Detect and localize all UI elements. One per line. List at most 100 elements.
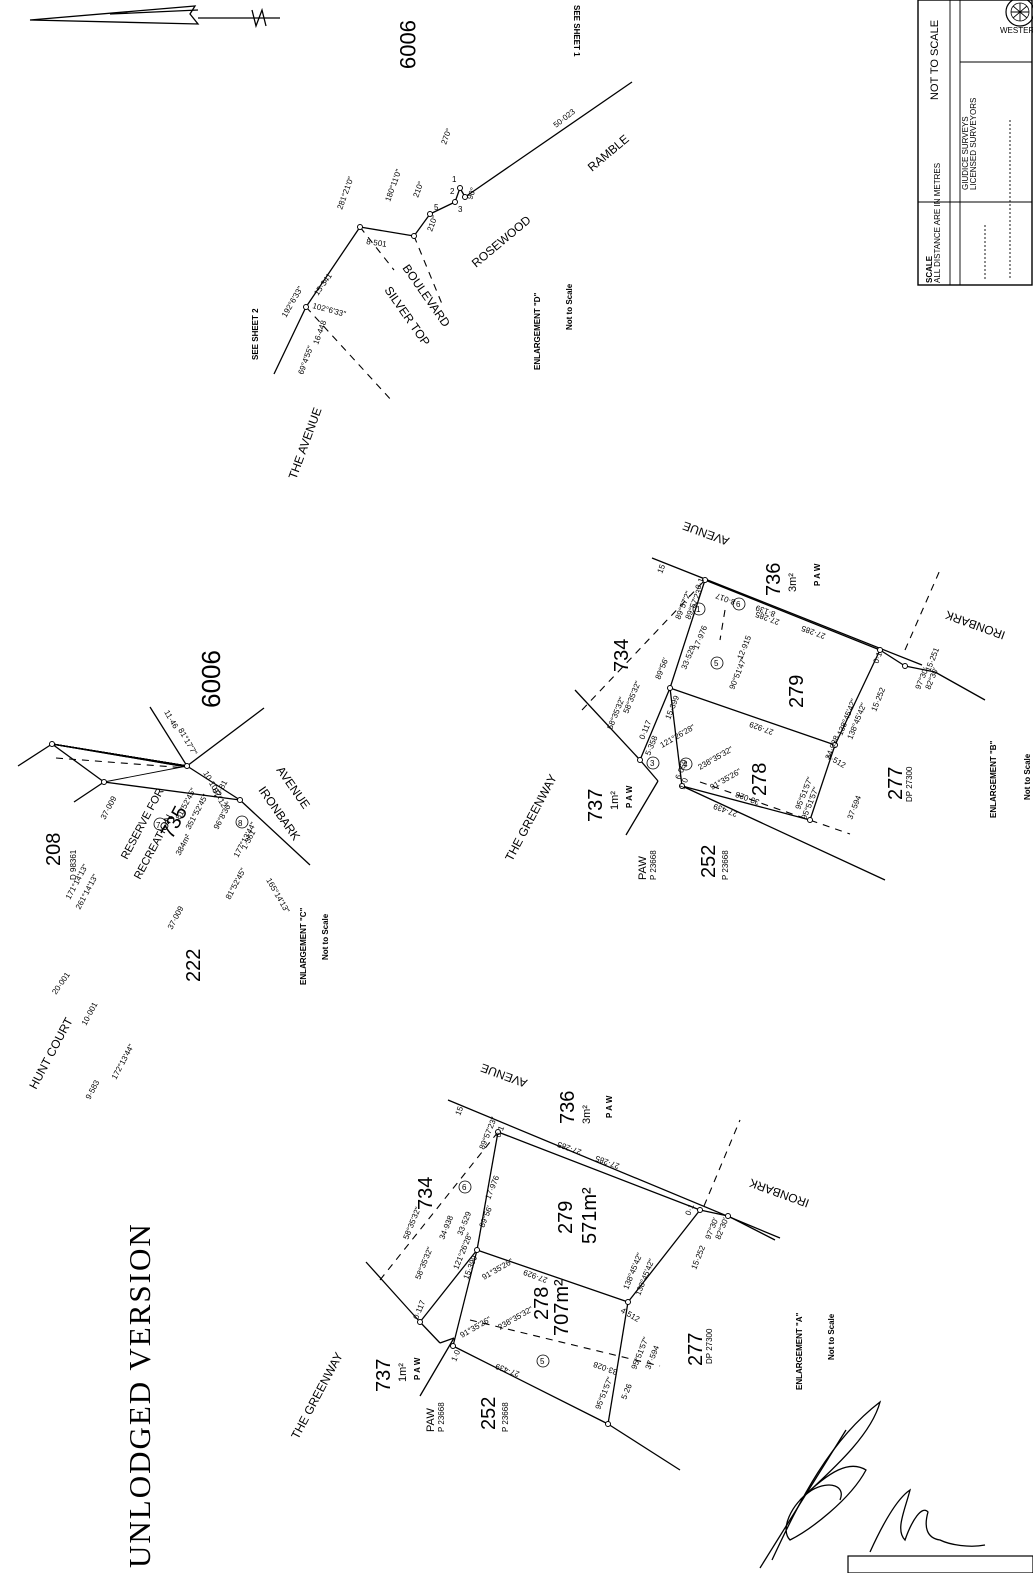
lot-737-a: 737 [373, 1359, 395, 1392]
surveyor-sub: LICENSED SURVEYORS [969, 98, 978, 190]
paw-737-b: P A W [625, 785, 634, 808]
enlargement-c: 9009 208 D 98361 222 RESERVE FOR RECREAT… [17, 650, 330, 1101]
dim-c: 81°52'45" [224, 866, 248, 901]
road-greenway-b: THE GREENWAY [502, 772, 559, 863]
dim-a: 27·285 [556, 1139, 583, 1156]
dim-c: 11·46 [162, 709, 180, 731]
dim-a: 15·252 [690, 1244, 708, 1271]
lot-737-b: 737 [585, 789, 607, 822]
dim-a: 15 [454, 1105, 466, 1117]
enlargement-a-caption: ENLARGEMENT "A" [795, 1312, 804, 1390]
p-23668-252-b: P 23668 [721, 850, 730, 880]
road-greenway-a: THE GREENWAY [288, 1350, 345, 1441]
area-737-a: 1m² [397, 1363, 409, 1382]
dim-a: 34·938 [438, 1214, 456, 1241]
lot-252-b: 252 [698, 845, 720, 878]
north-arrow-icon [29, 5, 280, 29]
paw-b: PAW [637, 856, 649, 880]
road-hunt-court: HUNT COURT [26, 1015, 76, 1092]
dim-c: 172°13'44" [110, 1042, 136, 1081]
dim-d: 180°11'0" [383, 168, 403, 203]
road-avenue-b: AVENUE [681, 519, 731, 549]
dim-a: 4·512 [619, 1306, 642, 1324]
dim-b: 3 [650, 759, 655, 768]
dim-a: 27·285 [594, 1153, 621, 1170]
dim-b: 17·976 [692, 624, 710, 651]
dim-b: 0·1 [694, 576, 707, 591]
road-ironbark-b: IRONBARK [943, 608, 1007, 643]
corner-box [847, 1555, 1033, 1573]
dim-c: 7 [156, 821, 161, 830]
dim-b: 37·594 [846, 794, 864, 821]
dim-c: 81°17'7" [176, 727, 199, 757]
scale-note: ALL DISTANCE ARE IN METRES [933, 163, 942, 283]
dim-b: 12·915 [736, 634, 754, 661]
watermark-text: UNLODGED VERSION [122, 1222, 157, 1568]
surveyor-name: GIUDICE SURVEYS [961, 116, 970, 190]
dim-b: 15·252 [870, 686, 888, 713]
dim-d: 16·448 [311, 319, 328, 346]
enlargement-d-note: Not to Scale [565, 283, 574, 330]
dim-a: 33·028 [592, 1359, 619, 1376]
dim-a: 58°35'32" [402, 1205, 423, 1240]
dim-c: 37·009 [166, 904, 186, 931]
area-736-b: 3m² [787, 573, 799, 592]
dim-a: 0·117 [412, 1298, 428, 1320]
dim-b: 27·929 [748, 719, 775, 736]
dim-b: 238°35'32" [697, 745, 735, 772]
dim-d: 192°6'33" [280, 285, 305, 319]
enlargement-a-note: Not to Scale [827, 1313, 836, 1360]
dim-d: 210° [411, 180, 425, 199]
dim-b: 58°35'32" [622, 679, 643, 714]
lot-222: 222 [183, 949, 205, 982]
dim-c: 9·583 [84, 1078, 102, 1101]
dim-d: 1 [452, 175, 457, 184]
label-9009-c: 9009 [196, 650, 226, 708]
dim-d: 5 [434, 203, 439, 212]
see-sheet-2: SEE SHEET 2 [251, 308, 260, 360]
area-278-a: 707m² [551, 1279, 573, 1336]
dim-b: 27·439 [712, 801, 739, 818]
enlargement-a: 734 736 3m² P A W 279 571m² 278 707m² 73… [288, 1061, 836, 1471]
dim-b: 1 [696, 605, 701, 614]
area-736-a: 3m² [581, 1105, 593, 1124]
enlargement-d: 9009 SEE SHEET 1 SEE SHEET 2 SILVER TOP … [251, 5, 633, 481]
government-seal-icon: WESTERN [1000, 0, 1033, 35]
dim-a: 5 [540, 1357, 545, 1366]
dim-d: 102°6'33" [311, 301, 347, 319]
title-block: SCALE ALL DISTANCE ARE IN METRES NOT TO … [917, 0, 1033, 286]
lot-278-b: 278 [749, 763, 771, 796]
scale-label: SCALE [925, 255, 934, 283]
dim-d: 270° [439, 127, 453, 146]
dp-277-a: DP 27300 [705, 1328, 714, 1364]
not-to-scale-label: NOT TO SCALE [929, 20, 941, 100]
lot-208: 208 [43, 833, 65, 866]
lot-279-a: 279 [555, 1201, 577, 1234]
dim-d: 50·023 [552, 107, 578, 130]
p-23668-paw-a: P 23668 [437, 1402, 446, 1432]
p-23668-paw-b: P 23668 [649, 850, 658, 880]
dim-a: 33·529 [456, 1210, 474, 1237]
signature-2 [869, 1488, 986, 1553]
enlargement-b-caption: ENLARGEMENT "B" [989, 740, 998, 818]
area-279-a: 571m² [579, 1187, 601, 1244]
signature-1 [759, 1400, 882, 1569]
dim-b: 89°56' [654, 656, 671, 681]
dim-d: 281°21'0" [335, 175, 355, 210]
dim-d: 90° [465, 186, 478, 200]
dim-a: 6 [462, 1183, 467, 1192]
road-ramble: RAMBLE [585, 132, 632, 174]
dim-b: 4 [683, 760, 688, 769]
lot-252-a: 252 [478, 1397, 500, 1430]
dim-b: 15 [656, 563, 668, 575]
dp-277-b: DP 27300 [905, 766, 914, 802]
dim-b: 0·1 [872, 650, 885, 665]
dim-c: 10·001 [80, 1000, 100, 1027]
paw-a: PAW [425, 1408, 437, 1432]
dim-c: 20·001 [50, 970, 72, 996]
p-23668-252-a: P 23668 [501, 1402, 510, 1432]
dim-d: 15·341 [312, 271, 334, 297]
dim-a: 238°35'32" [497, 1305, 535, 1332]
dim-d: 3 [458, 205, 463, 214]
